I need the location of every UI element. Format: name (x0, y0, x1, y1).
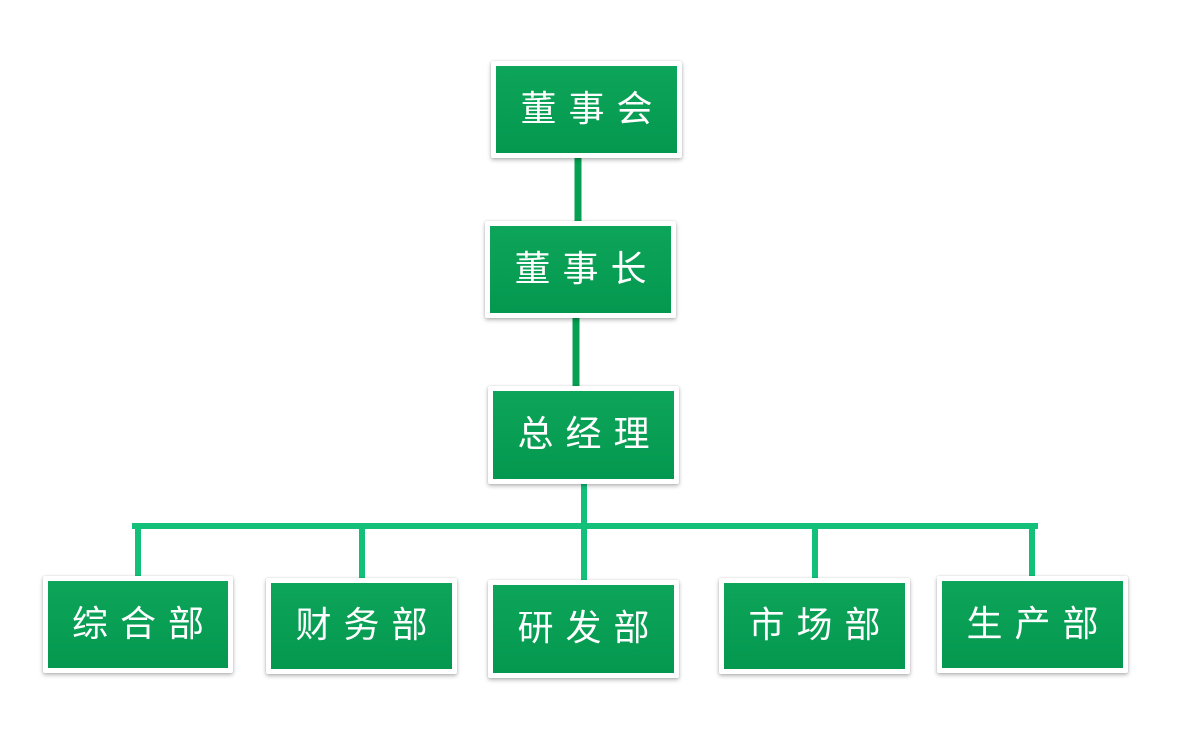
node-board: 董事会 (491, 61, 682, 158)
node-department: 研发部 (488, 580, 679, 678)
node-department: 综合部 (43, 576, 233, 673)
node-board-box: 董事会 (496, 66, 677, 153)
node-department-box: 市场部 (724, 583, 905, 669)
node-board-label: 董事会 (520, 88, 665, 130)
node-department-label: 财务部 (295, 605, 440, 646)
node-department: 财务部 (266, 578, 457, 674)
node-department-box: 综合部 (48, 581, 228, 668)
node-department-label: 研发部 (517, 608, 662, 649)
node-department-label: 市场部 (748, 605, 893, 646)
node-chairman-box: 董事长 (490, 226, 671, 313)
node-chairman: 董事长 (485, 221, 676, 318)
node-general-manager-label: 总经理 (517, 414, 662, 455)
node-department-box: 财务部 (271, 583, 452, 669)
node-department-label: 综合部 (71, 603, 216, 645)
node-department: 市场部 (719, 578, 910, 674)
node-general-manager: 总经理 (488, 386, 679, 484)
node-department-box: 生产部 (942, 581, 1123, 668)
node-chairman-label: 董事长 (514, 248, 659, 290)
node-general-manager-box: 总经理 (493, 391, 674, 479)
node-department: 生产部 (937, 576, 1128, 673)
node-department-label: 生产部 (966, 603, 1111, 645)
node-department-box: 研发部 (493, 585, 674, 673)
